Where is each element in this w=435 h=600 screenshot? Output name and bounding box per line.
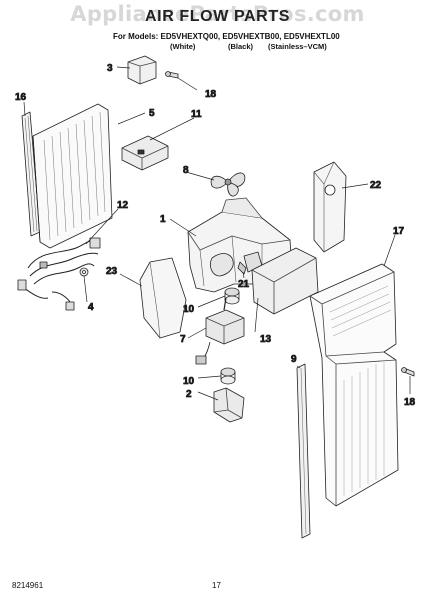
callout-17: 17 xyxy=(393,226,405,237)
part-18-screw-right xyxy=(401,367,415,377)
callout-10-upper: 10 xyxy=(183,304,195,315)
leader-lines xyxy=(23,66,411,401)
part-21-screw xyxy=(237,261,247,275)
variant-black: (Black) xyxy=(228,42,254,51)
part-10-grommet-lower xyxy=(220,367,236,385)
callout-18-top: 18 xyxy=(205,89,217,100)
part-2-motor-bracket xyxy=(213,387,245,423)
part-11-bracket xyxy=(121,135,169,171)
part-3-cap xyxy=(127,55,157,85)
part-8-fan-blade xyxy=(210,172,246,197)
callout-2: 2 xyxy=(186,389,192,400)
part-17-air-duct-cover xyxy=(309,263,399,507)
variant-stainless: (Stainless–VCM) xyxy=(268,42,327,51)
callout-13: 13 xyxy=(260,334,272,345)
callout-21: 21 xyxy=(238,279,250,290)
part-13-lower-housing xyxy=(251,247,319,315)
callout-3: 3 xyxy=(107,63,113,74)
variant-white: (White) xyxy=(170,42,196,51)
part-7-fan-motor xyxy=(195,297,245,365)
callout-8: 8 xyxy=(183,165,189,176)
part-22-air-tower-panel xyxy=(313,161,347,253)
callout-9: 9 xyxy=(291,354,297,365)
callout-11: 11 xyxy=(191,109,202,120)
watermark-text: AppliancePartsPros.com xyxy=(70,2,365,26)
part-4-ring-terminal xyxy=(79,267,89,277)
callout-7: 7 xyxy=(180,334,186,345)
callout-10-lower: 10 xyxy=(183,376,195,387)
part-18-screw-top xyxy=(165,71,179,79)
callout-22: 22 xyxy=(370,180,382,191)
part-5-rear-panel xyxy=(32,103,113,249)
page-number-footer: 17 xyxy=(212,581,221,590)
callout-4: 4 xyxy=(88,302,94,313)
part-12-wire-harness xyxy=(17,237,101,311)
callout-18-right: 18 xyxy=(404,397,416,408)
callout-23: 23 xyxy=(106,266,118,277)
page-title: AIR FLOW PARTS xyxy=(145,8,290,25)
part-23-side-plate xyxy=(139,257,187,339)
callout-1: 1 xyxy=(160,214,166,225)
callout-12: 12 xyxy=(117,200,129,211)
part-10-grommet-upper xyxy=(224,287,240,305)
models-line: For Models: ED5VHEXTQ00, ED5VHEXTB00, ED… xyxy=(113,32,340,41)
callout-5: 5 xyxy=(149,108,155,119)
callout-16: 16 xyxy=(15,92,27,103)
part-9-gasket-strip xyxy=(296,363,311,539)
part-number-footer: 8214961 xyxy=(12,581,44,590)
